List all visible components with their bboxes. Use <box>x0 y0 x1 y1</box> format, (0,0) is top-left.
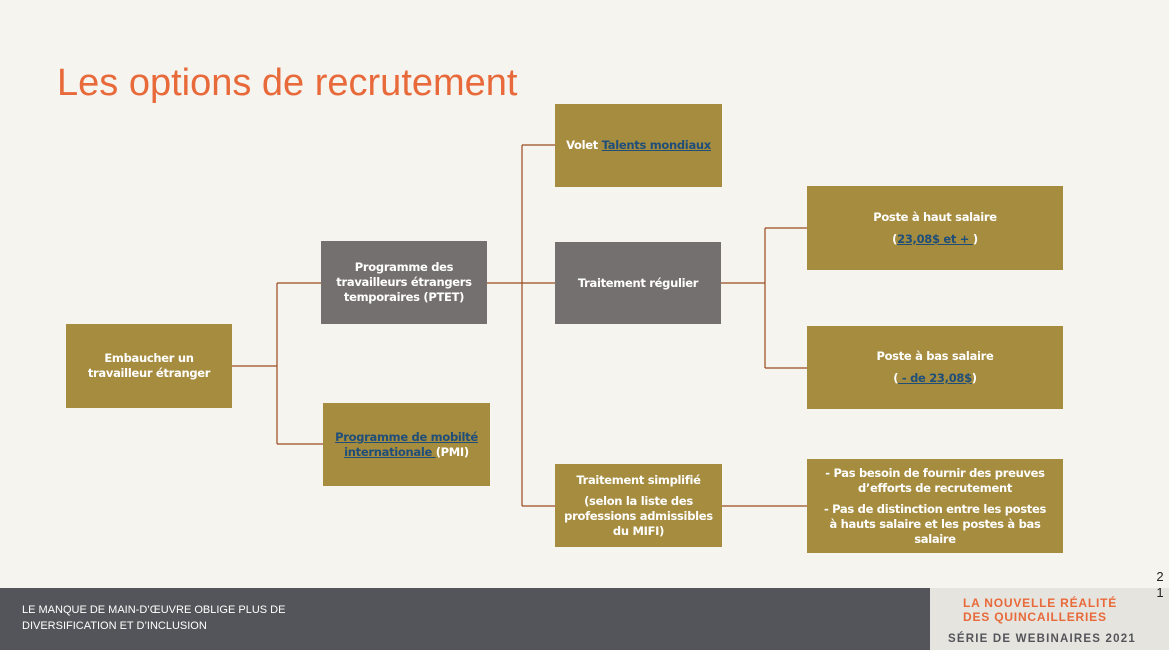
regular-processing-label: Traitement régulier <box>577 275 699 290</box>
webinar-series: SÉRIE DE WEBINAIRES 2021 <box>948 633 1136 645</box>
low-wage-title: Poste à bas salaire <box>876 349 994 363</box>
notes-line-1: - Pas besoin de fournir des preuves d’ef… <box>825 465 1045 495</box>
high-wage-open: ( <box>892 231 898 246</box>
low-wage-box: Poste à bas salaire ( - de 23,08$) <box>807 326 1063 409</box>
simplified-title: Traitement simplifié <box>576 472 701 487</box>
connector-hire-branch <box>232 282 323 445</box>
pmi-suffix: (PMI) <box>435 444 469 459</box>
high-wage-close: ) <box>972 231 978 246</box>
high-wage-box: Poste à haut salaire (23,08$ et + ) <box>807 186 1063 270</box>
simplified-detail: (selon la liste des professions admissib… <box>564 493 713 538</box>
page-number: 2 1 <box>1156 569 1164 600</box>
footer-brand-panel <box>930 588 1169 650</box>
page-title: Les options de recrutement <box>57 62 518 104</box>
ptet-box: Programme des travailleurs étrangers tem… <box>321 241 487 324</box>
footer-bar <box>0 588 930 650</box>
connector-ptet-branch <box>487 144 555 507</box>
talents-prefix: Volet <box>566 138 602 152</box>
high-wage-link[interactable]: 23,08$ et + <box>897 231 973 246</box>
pmi-box: Programme de mobilté internationale (PMI… <box>323 403 490 486</box>
regular-processing-box: Traitement régulier <box>555 242 721 324</box>
hire-foreign-worker-box: Embaucher un travailleur étranger <box>66 324 232 408</box>
low-wage-link[interactable]: - de 23,08$ <box>898 371 972 385</box>
low-wage-close: ) <box>971 371 977 385</box>
notes-line-2: - Pas de distinction entre les postes à … <box>823 501 1047 546</box>
talents-mondiaux-box: Volet Talents mondiaux <box>555 104 722 187</box>
simplified-processing-box: Traitement simplifié (selon la liste des… <box>555 464 722 547</box>
connector-regular-branch <box>721 227 807 369</box>
low-wage-open: ( <box>893 371 899 385</box>
hire-foreign-worker-label: Embaucher un travailleur étranger <box>87 351 211 380</box>
ptet-label: Programme des travailleurs étrangers tem… <box>336 260 472 304</box>
brand-name: LA NOUVELLE RÉALITÉ DES QUINCAILLERIES <box>963 596 1117 624</box>
pmi-link[interactable]: Programme de mobilté internationale <box>335 429 478 459</box>
high-wage-title: Poste à haut salaire <box>873 209 997 224</box>
brand-line-1: LA NOUVELLE RÉALITÉ <box>963 596 1118 610</box>
brand-line-2: DES QUINCAILLERIES <box>963 610 1107 624</box>
simplified-notes-box: - Pas besoin de fournir des preuves d’ef… <box>807 459 1063 553</box>
talents-mondiaux-link[interactable]: Talents mondiaux <box>601 138 712 152</box>
footer-caption: LE MANQUE DE MAIN-D’ŒUVRE OBLIGE PLUS DE… <box>22 604 286 632</box>
